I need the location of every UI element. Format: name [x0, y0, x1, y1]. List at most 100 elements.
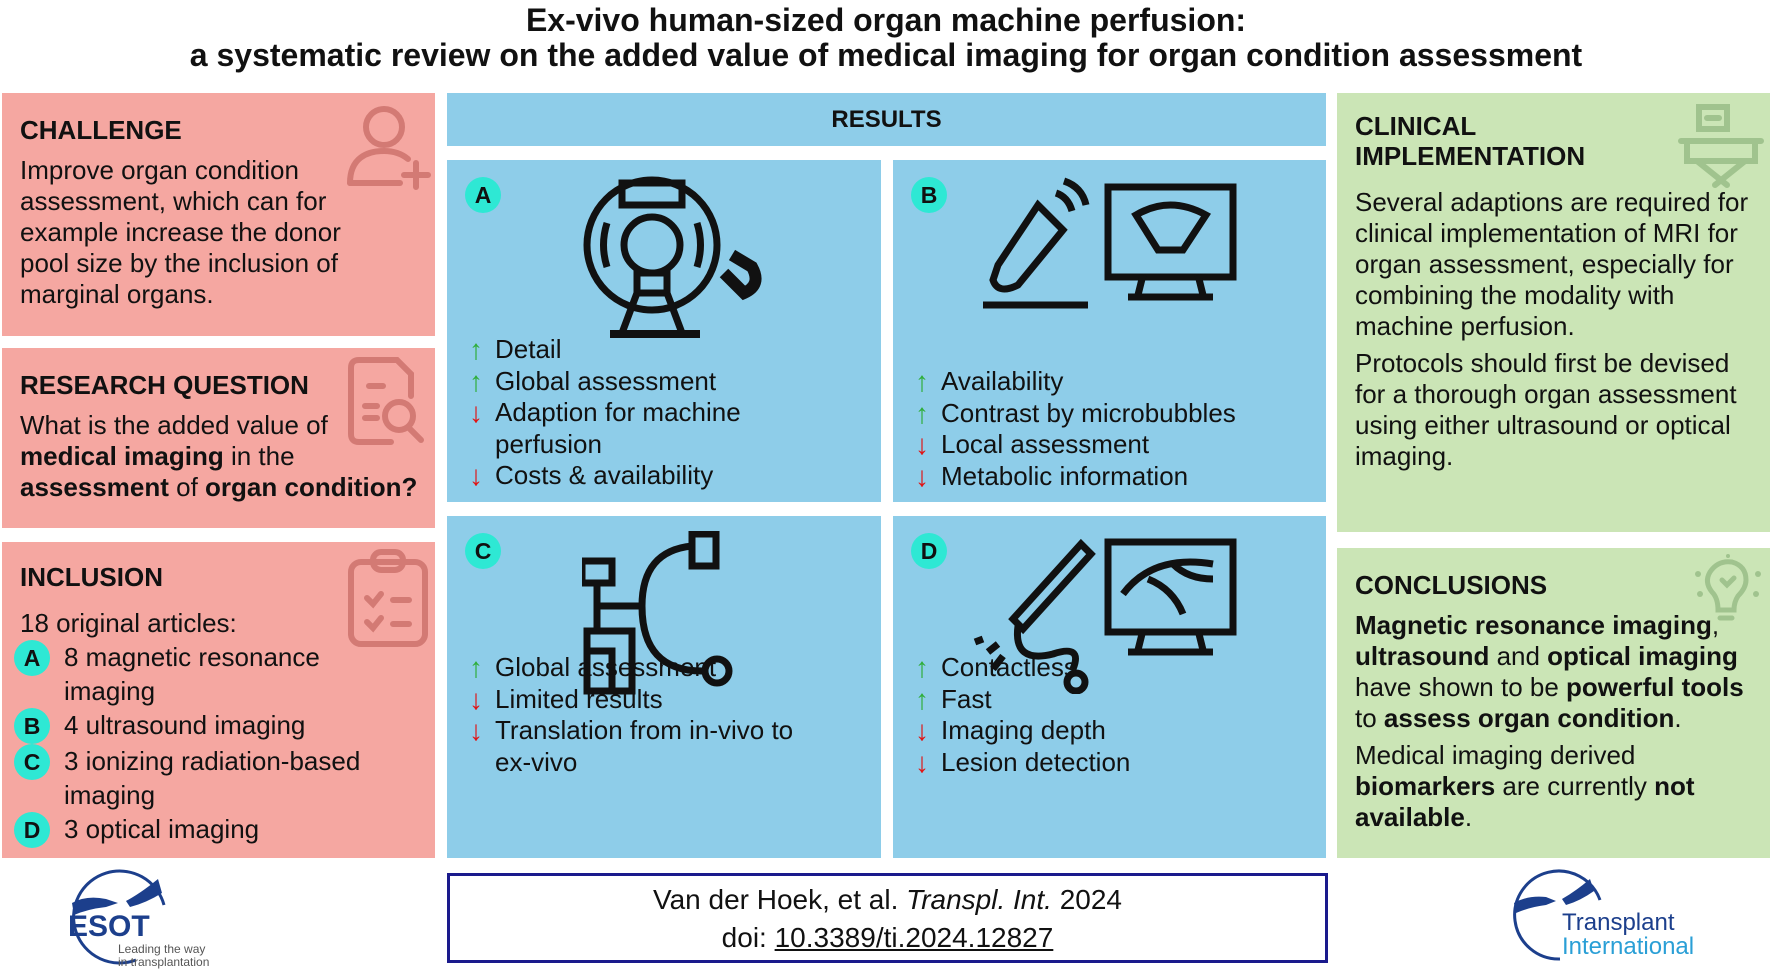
esot-logo-name: ESOT [68, 910, 150, 943]
text: in the [223, 441, 295, 471]
citation-year: 2024 [1051, 884, 1123, 915]
clinical-heading: CLINICAL IMPLEMENTATION [1355, 111, 1586, 171]
inclusion-item: C 3 ionizing radiation-based imaging [14, 744, 374, 812]
arrow-up-icon: ↑ [915, 366, 929, 397]
text: , [1711, 610, 1720, 640]
c-arm-xray-icon [582, 531, 733, 695]
result-item: ↓Limited results [469, 684, 825, 716]
results-heading: RESULTS [447, 93, 1326, 146]
result-item: ↑ Detail [469, 334, 825, 366]
result-item-text: Lesion detection [941, 746, 1131, 777]
ti-logo-line-1: Transplant [1562, 909, 1675, 936]
conclusions-box: CONCLUSIONS Magnetic resonance imaging, … [1337, 548, 1770, 858]
bold-text: ultrasound [1355, 641, 1490, 671]
user-plus-icon [347, 106, 431, 190]
result-list: ↑Contactless↑Fast↓Imaging depth↓Lesion d… [915, 652, 1130, 778]
inclusion-item-text: 3 ionizing radiation-based imaging [64, 746, 361, 810]
bold-text: optical imaging [1547, 641, 1738, 671]
text: What is the added value of [20, 410, 328, 440]
clinical-paragraph-1: Several adaptions are required for clini… [1355, 187, 1749, 341]
result-panel-b: B↑Availability↑Contrast by microbubbles↓… [893, 160, 1326, 502]
clinical-paragraph-2: Protocols should first be devised for a … [1355, 348, 1737, 471]
arrow-down-icon: ↓ [915, 429, 929, 460]
arrow-down-icon: ↓ [915, 746, 929, 778]
ti-logo-line-2: International [1562, 933, 1695, 960]
conclusions-paragraph-1: Magnetic resonance imaging, ultrasound a… [1355, 610, 1760, 734]
inclusion-item-text: 8 magnetic resonance imaging [64, 642, 320, 706]
text: of [168, 472, 206, 502]
result-panel-c: C ↑Global assessment↓Limited results↓Tran… [447, 516, 881, 858]
result-item: ↓Translation from in-vivo to ex-vivo [469, 715, 825, 778]
esot-tagline-1: Leading the way [118, 942, 206, 956]
bold-text: medical imaging [20, 441, 224, 471]
conclusions-paragraph-2: Medical imaging derived biomarkers are c… [1355, 740, 1760, 833]
inclusion-item-text: 4 ultrasound imaging [64, 710, 306, 740]
text: and [1489, 641, 1548, 671]
citation-line-2: doi: 10.3389/ti.2024.12827 [450, 919, 1325, 957]
result-item-text: Metabolic information [941, 460, 1189, 491]
text: are currently [1495, 771, 1655, 801]
document-search-icon [348, 357, 424, 445]
result-item: ↑Fast [915, 684, 1130, 716]
inclusion-item-text: 3 optical imaging [64, 814, 260, 844]
badge-b: B [14, 708, 50, 744]
result-item-text: Global assessment [495, 365, 717, 396]
panel-badge-d: D [911, 533, 947, 569]
bold-text: biomarkers [1355, 771, 1496, 801]
doi-link[interactable]: 10.3389/ti.2024.12827 [774, 922, 1054, 953]
bold-text: assessment [20, 472, 169, 502]
result-item: ↑ Contrast by microbubbles [915, 398, 1236, 430]
conclusions-heading: CONCLUSIONS [1355, 570, 1548, 600]
bold-text: not available [1355, 771, 1695, 832]
lightbulb-icon [1695, 554, 1761, 621]
research-question-heading: RESEARCH QUESTION [20, 370, 309, 400]
result-item-text: Local assessment [941, 429, 1150, 459]
arrow-up-icon: ↑ [915, 397, 929, 429]
esot-tagline-2: in transplantation [118, 955, 210, 969]
ultrasound-probe-monitor-icon [983, 177, 1237, 309]
research-question-text: What is the added value of medical imagi… [20, 410, 430, 503]
result-item-text: Contactless [941, 652, 1077, 682]
arrow-up-icon: ↑ [469, 365, 483, 397]
ti-logo-circle-icon [1513, 869, 1602, 961]
result-item: ↓Adaption for machine perfusion [469, 397, 825, 460]
bold-text: powerful tools [1566, 672, 1744, 702]
inclusion-intro: 18 original articles: [20, 608, 237, 638]
transplant-international-logo: Transplant International [1510, 865, 1730, 970]
challenge-text: Improve organ condition assessment, whic… [20, 155, 341, 309]
arrow-up-icon: ↑ [469, 334, 483, 365]
arrow-up-icon: ↑ [915, 652, 929, 683]
arrow-down-icon: ↓ [469, 715, 483, 746]
result-item-text: Costs & availability [495, 460, 714, 490]
conclusions-text: Magnetic resonance imaging, ultrasound a… [1355, 610, 1760, 839]
clinical-text: Several adaptions are required for clini… [1355, 187, 1765, 478]
result-item: ↓ Local assessment [915, 429, 1236, 461]
title-line-1: Ex-vivo human-sized organ machine perfus… [525, 2, 1247, 38]
result-item-text: Contrast by microbubbles [941, 397, 1236, 428]
challenge-heading: CHALLENGE [20, 115, 182, 145]
inclusion-item: B 4 ultrasound imaging [14, 708, 374, 744]
result-item: ↑Availability [915, 366, 1236, 398]
result-list: ↑ Detail ↑ Global assessment↓Adaption for m… [469, 334, 825, 492]
result-item: ↓ Lesion detection [915, 747, 1130, 779]
challenge-box: CHALLENGE Improve organ condition assess… [2, 93, 435, 336]
citation-line-1: Van der Hoek, et al. Transpl. Int. 2024 [450, 881, 1325, 919]
text: . [1464, 802, 1473, 832]
badge-c: C [14, 744, 50, 780]
result-panel-d: D↑Contactless↑Fast↓Imaging depth↓Lesion … [893, 516, 1326, 858]
result-item: ↑Global assessment [469, 652, 825, 684]
result-list: ↑Global assessment↓Limited results↓Trans… [469, 652, 825, 778]
arrow-down-icon: ↓ [469, 460, 483, 491]
panel-badge-c: C [465, 533, 501, 569]
result-item-text: Detail [495, 334, 562, 364]
text: . [1674, 703, 1682, 733]
arrow-up-icon: ↑ [469, 652, 483, 683]
arrow-down-icon: ↓ [915, 460, 929, 492]
text: to [1355, 703, 1384, 733]
